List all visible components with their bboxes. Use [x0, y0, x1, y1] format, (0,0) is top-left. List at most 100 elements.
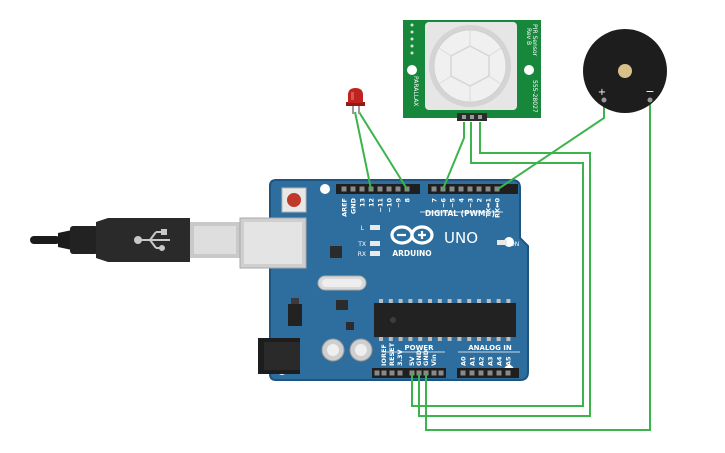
usb-icon [134, 229, 170, 251]
digital-pin-label: ~6 [440, 198, 448, 208]
chip-pin [496, 299, 501, 303]
chip-pin [477, 337, 481, 341]
analog-pin-label: A3 [487, 356, 495, 366]
digital-pin-hole [467, 186, 473, 192]
on-label: ON [510, 241, 519, 248]
digital-pin-label: 4 [458, 198, 466, 203]
chip-pin [486, 299, 491, 303]
voltage-regulator [288, 304, 302, 326]
chip-pin [467, 337, 472, 341]
wire-led-anode [354, 111, 372, 190]
digital-pin-label: 8 [404, 198, 412, 203]
power-pin-hole [381, 370, 387, 376]
digital-pin-hole [494, 186, 500, 192]
chip-pin [437, 299, 442, 303]
led-rx-label: RX [358, 251, 366, 258]
model-label: UNO [444, 229, 478, 247]
chip-pin [379, 337, 383, 341]
chip-pin [408, 337, 413, 341]
buzzer-plus-sign: + [598, 87, 606, 98]
reset-button[interactable] [281, 187, 307, 213]
wire-pir-vcc [411, 122, 584, 407]
power-pin-label: 3.3V [396, 349, 404, 366]
chip-pin [408, 299, 413, 303]
buzzer-minus-sign: − [645, 85, 654, 98]
power-label: POWER [405, 344, 435, 352]
pir-dome [429, 25, 511, 107]
digital-pin-hole [386, 186, 392, 192]
chip-pin [398, 337, 403, 341]
digital-pin-label: TX➡1 [485, 198, 493, 218]
usb-cable [30, 218, 240, 262]
pir-brand: PARALLAX [412, 76, 419, 106]
arduino-logo-icon [390, 225, 434, 245]
led-l-label: L [361, 225, 365, 232]
power-pin-hole [438, 370, 444, 376]
brand-label: ARDUINO [392, 249, 431, 258]
chip-pin [506, 299, 511, 303]
chip-pin [418, 299, 423, 303]
digital-pin-label: GND [350, 197, 358, 214]
power-pin-hole [505, 370, 511, 376]
power-pin-label: RESET [388, 342, 396, 366]
digital-pin-label: 13 [359, 198, 367, 207]
wire-pir-gnd [418, 122, 591, 417]
power-pin-hole [478, 370, 484, 376]
chip-pin [457, 337, 462, 341]
pir-part-number: 555-28027 [531, 80, 538, 113]
red-led [346, 88, 365, 114]
chip-pin [428, 299, 432, 303]
analog-pin-label: A2 [478, 356, 486, 366]
power-pin-hole [389, 370, 395, 376]
digital-pin-label: RX⬅0 [494, 198, 502, 218]
analog-pin-label: A1 [469, 356, 477, 366]
digital-pin-hole [377, 186, 383, 192]
capacitors [321, 338, 373, 362]
wire-led-cathode [358, 111, 408, 190]
power-pin-hole [487, 370, 493, 376]
chip-pin [496, 337, 501, 341]
power-pin-label: 5V [408, 356, 416, 366]
digital-pin-hole [476, 186, 482, 192]
chip-pin [437, 337, 442, 341]
chip-pin [418, 337, 423, 341]
atmega-chip [374, 303, 516, 337]
wire-pir-out [442, 122, 465, 190]
power-pin-hole [469, 370, 475, 376]
digital-pin-hole [341, 186, 347, 192]
power-pin-hole [496, 370, 502, 376]
chip-pin [379, 299, 383, 303]
digital-pin-hole [395, 186, 401, 192]
digital-pin-label: 12 [368, 198, 376, 207]
digital-pin-hole [449, 186, 455, 192]
chip-pin [447, 299, 452, 303]
digital-pin-label: ~10 [386, 198, 394, 213]
digital-pin-label: 2 [476, 198, 484, 203]
led-tx-label: TX [357, 241, 366, 248]
digital-pin-hole [350, 186, 356, 192]
digital-pin-label: ~3 [467, 198, 475, 208]
digital-pin-label: ~9 [395, 198, 403, 208]
power-jack [258, 338, 300, 374]
digital-label: DIGITAL (PWM~) [425, 209, 495, 218]
analog-pin-label: A0 [460, 356, 468, 366]
digital-pin-hole [458, 186, 464, 192]
power-pin-hole [460, 370, 466, 376]
power-pin-hole [431, 370, 437, 376]
digital-pin-hole [359, 186, 365, 192]
wire-buzzer-neg [425, 98, 651, 431]
power-pin-hole [397, 370, 403, 376]
chip-pin [477, 299, 481, 303]
chip-pin [388, 299, 393, 303]
wires [354, 98, 651, 431]
onboard-leds: L TX RX ON [357, 225, 519, 258]
digital-pin-label: AREF [341, 198, 349, 217]
analog-pin-label: A5 [505, 356, 513, 366]
chip-pin [388, 337, 393, 341]
piezo-buzzer: + − [583, 29, 667, 113]
pir-rev: Rev B [525, 28, 532, 45]
